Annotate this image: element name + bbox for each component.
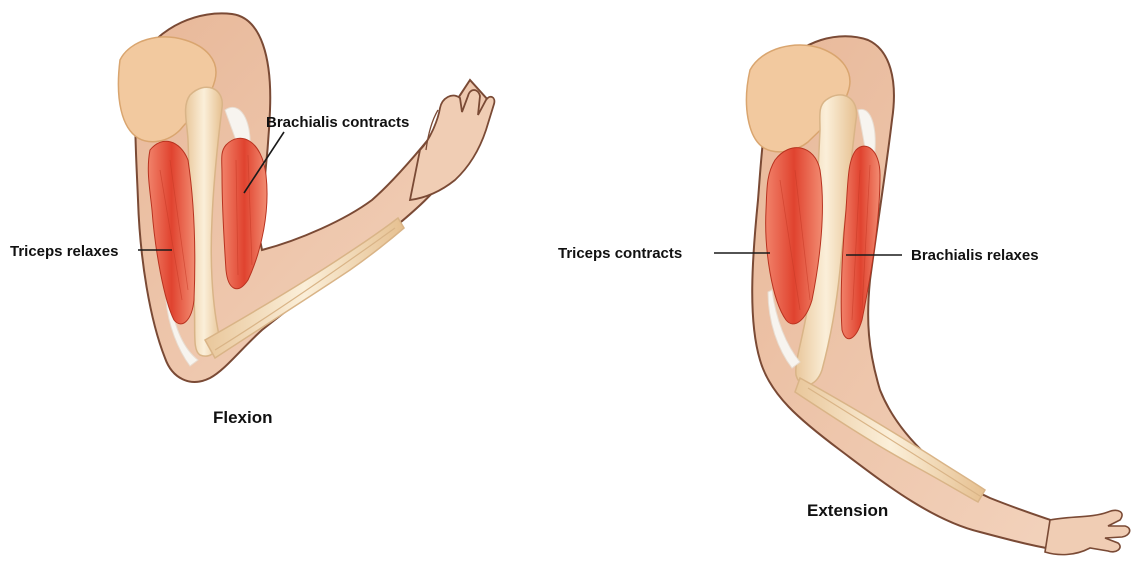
flexion-caption: Flexion <box>213 408 273 427</box>
extension-hand <box>1045 510 1130 554</box>
triceps-contracts-label: Triceps contracts <box>558 245 682 262</box>
brachialis-relaxes-label: Brachialis relaxes <box>911 247 1039 264</box>
brachialis-contracts-label: Brachialis contracts <box>266 114 409 131</box>
extension-caption: Extension <box>807 501 888 520</box>
triceps-relaxes-label: Triceps relaxes <box>10 243 118 260</box>
extension-arm-illustration <box>746 36 1129 554</box>
flexion-arm-illustration <box>118 13 494 382</box>
